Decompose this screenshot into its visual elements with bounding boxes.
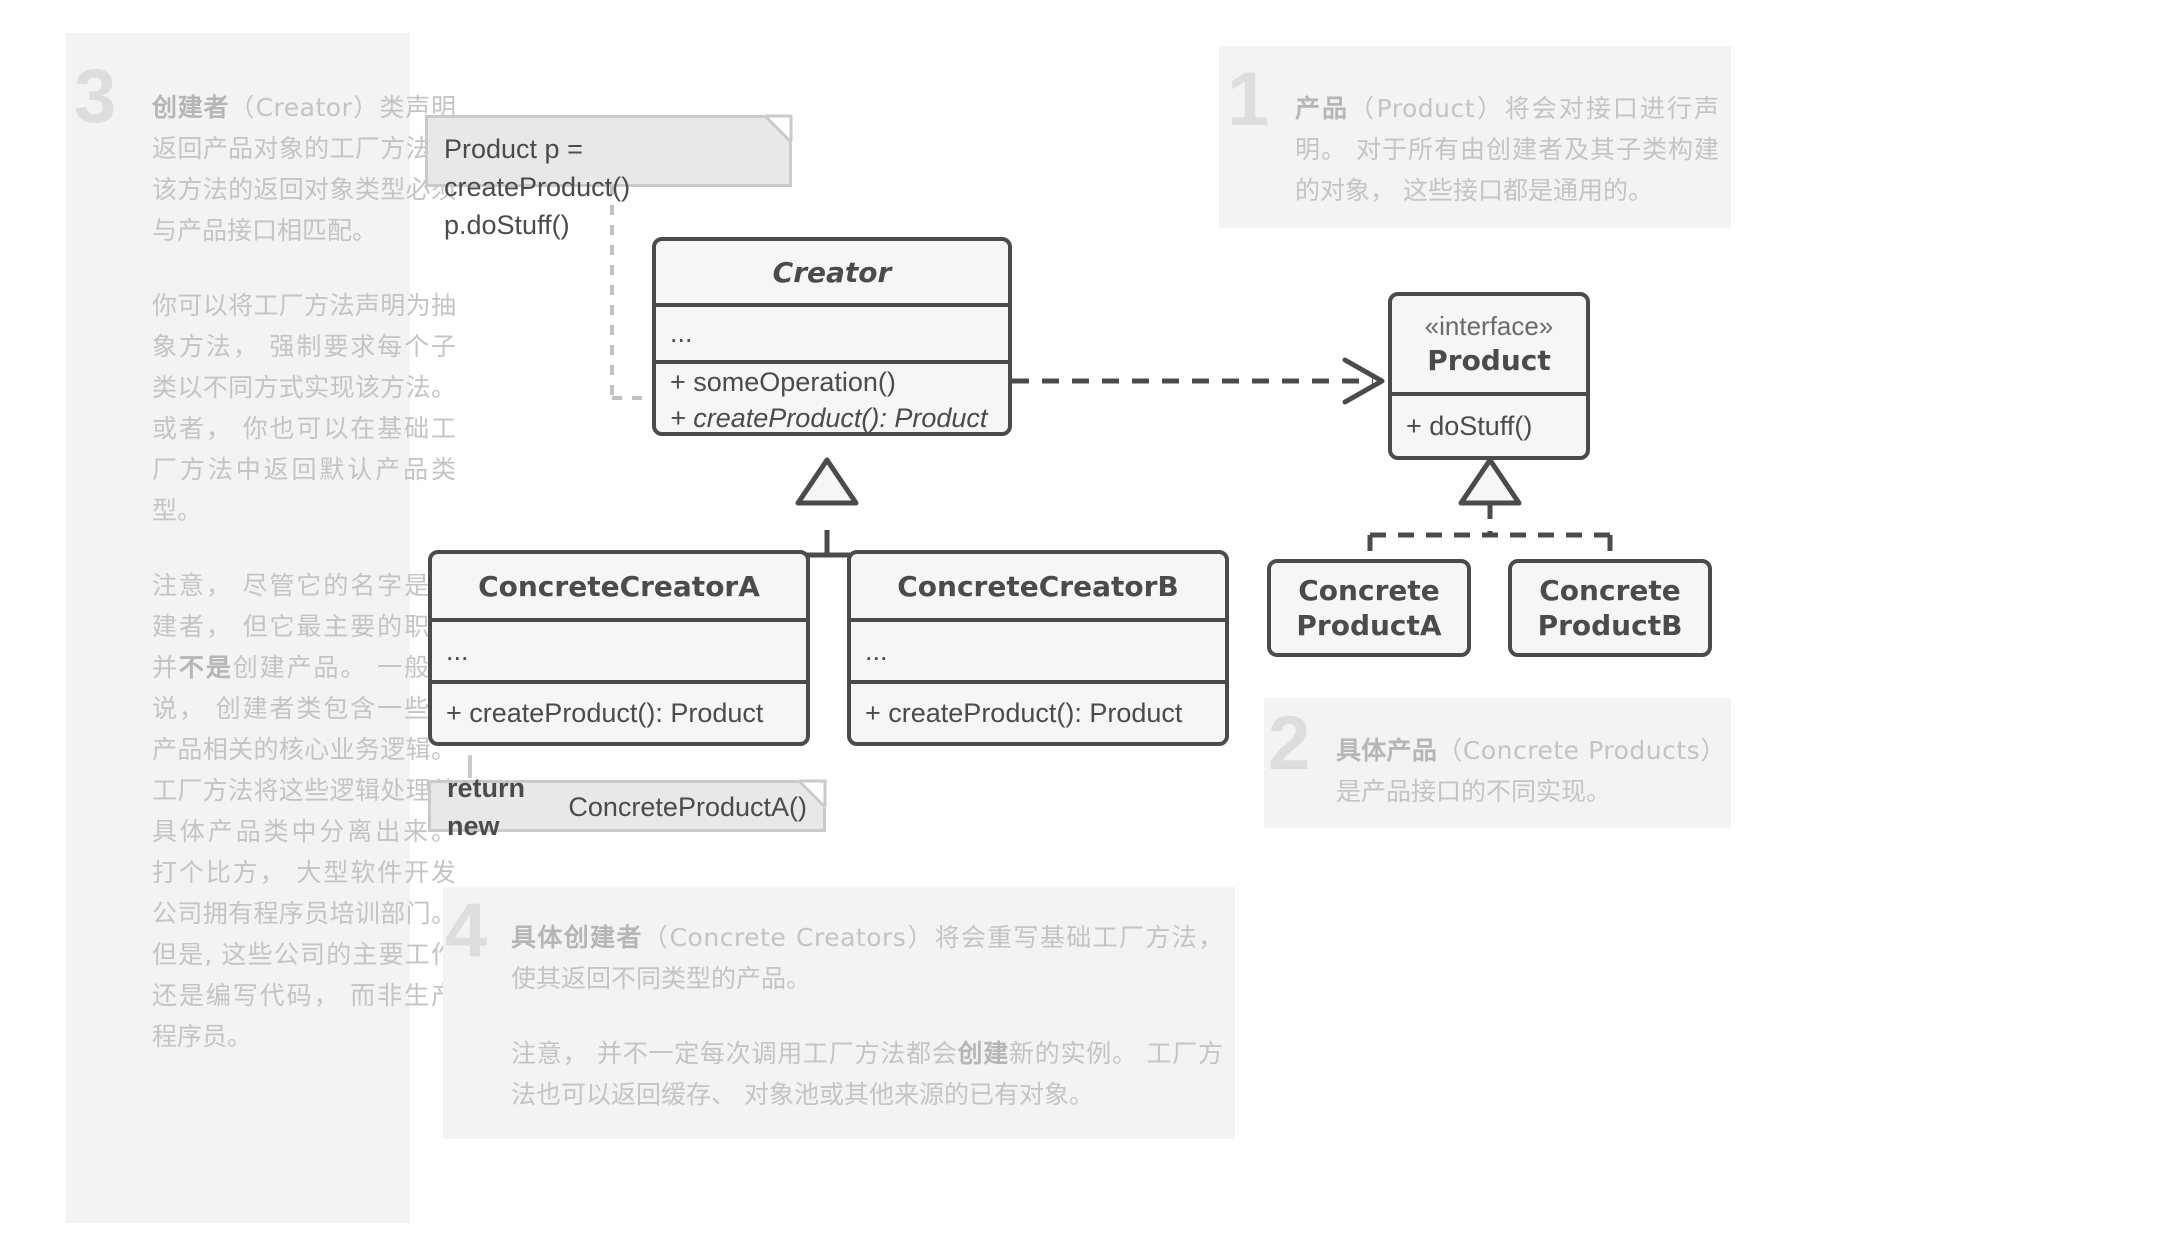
creator-p3-a: 注意， 尽管它的名字是创建者， 但它最主要的职责并 — [152, 571, 456, 682]
class-concrete-product-a[interactable]: Concrete ProductA — [1267, 559, 1471, 657]
cc-p2-b: 新的实例。 工厂方法也可以返回缓存、 对象池或其他来源的已有对象。 — [511, 1039, 1223, 1109]
cc-p2-a: 注意， 并不一定每次调用工厂方法都会 — [511, 1039, 958, 1068]
panel-number-2: 2 — [1268, 701, 1311, 786]
class-concrete-creator-b-methods: + createProduct(): Product — [851, 680, 1225, 742]
class-concrete-creator-a-attributes: ... — [432, 618, 806, 680]
product-rest: 将会对接口进行声明。 对于所有由创建者及其子类构建的对象， 这些接口都是通用的。 — [1295, 94, 1719, 205]
usage-note-anchor-line — [610, 185, 655, 400]
panel-concrete-creators-text: 具体创建者（Concrete Creators）将会重写基础工厂方法， 使其返回… — [511, 917, 1223, 1115]
class-product-stereotype: «interface» — [1424, 311, 1554, 342]
creator-term-en: （Creator） — [229, 93, 380, 122]
note-return-keyword: return new — [447, 773, 526, 841]
class-concrete-creator-b-method-0: + createProduct(): Product — [865, 697, 1183, 728]
creator-term-bold: 创建者 — [152, 93, 230, 122]
note-concrete-return: return new ConcreteProductA() — [428, 773, 827, 841]
concrete-creators-term-en: （Concrete Creators） — [642, 923, 935, 952]
note-return-expression: ConcreteProductA() — [560, 792, 807, 822]
class-concrete-product-a-name-line2: ProductA — [1296, 609, 1442, 642]
class-product-name: Product — [1427, 343, 1551, 377]
panel-creator-description: 3 创建者（Creator）类声明返回产品对象的工厂方法。 该方法的返回对象类型… — [66, 33, 456, 1223]
concrete-creators-rest: 将会重写基础工厂方法， 使其返回不同类型的产品。 — [511, 923, 1223, 993]
class-concrete-creator-b-attributes: ... — [851, 618, 1225, 680]
class-concrete-creator-a-title: ConcreteCreatorA — [478, 569, 760, 603]
concrete-creators-paragraph-2: 注意， 并不一定每次调用工厂方法都会创建新的实例。 工厂方法也可以返回缓存、 对… — [511, 1033, 1223, 1115]
creator-paragraph-1: 创建者（Creator）类声明返回产品对象的工厂方法。 该方法的返回对象类型必须… — [152, 87, 456, 251]
class-concrete-product-b-title: Concrete ProductB — [1512, 563, 1708, 653]
panel-concrete-products-text: 具体产品（Concrete Products） 是产品接口的不同实现。 — [1336, 730, 1726, 812]
panel-number-3: 3 — [74, 54, 117, 139]
class-creator-methods: + someOperation() + createProduct(): Pro… — [656, 360, 1008, 433]
concrete-products-term-en: （Concrete Products） — [1437, 736, 1726, 765]
class-concrete-creator-a-methods: + createProduct(): Product — [432, 680, 806, 742]
creator-to-product-dependency — [1012, 357, 1385, 405]
class-concrete-product-b[interactable]: Concrete ProductB — [1508, 559, 1712, 657]
product-term-en: （Product） — [1349, 94, 1505, 123]
class-concrete-creator-a[interactable]: ConcreteCreatorA ... + createProduct(): … — [428, 550, 810, 746]
product-term-bold: 产品 — [1295, 94, 1350, 123]
class-creator-method-1: + createProduct(): Product — [670, 403, 988, 433]
class-creator-attributes: ... — [656, 303, 1008, 360]
class-creator-title: Creator — [772, 255, 892, 289]
class-product-title: «interface» Product — [1392, 296, 1586, 392]
concrete-creators-term-bold: 具体创建者 — [511, 923, 643, 952]
panel-product-text: 产品（Product）将会对接口进行声明。 对于所有由创建者及其子类构建的对象，… — [1295, 88, 1719, 211]
panel-creator-text: 创建者（Creator）类声明返回产品对象的工厂方法。 该方法的返回对象类型必须… — [152, 87, 456, 1057]
concrete-creators-paragraph-1: 具体创建者（Concrete Creators）将会重写基础工厂方法， 使其返回… — [511, 917, 1223, 999]
class-concrete-product-b-name-line2: ProductB — [1537, 609, 1683, 642]
creator-paragraph-2: 你可以将工厂方法声明为抽象方法， 强制要求每个子类以不同方式实现该方法。 或者，… — [152, 291, 456, 525]
cc-p2-bold: 创建 — [957, 1039, 1010, 1068]
class-concrete-creator-a-method-0: + createProduct(): Product — [446, 697, 764, 728]
note-return-fold-corner-icon — [800, 780, 826, 806]
panel-number-1: 1 — [1227, 57, 1270, 142]
product-realization — [1367, 457, 1613, 560]
class-product[interactable]: «interface» Product + doStuff() — [1388, 292, 1590, 460]
class-concrete-product-a-name-line1: Concrete — [1298, 574, 1440, 607]
class-concrete-creator-b-title: ConcreteCreatorB — [897, 569, 1179, 603]
creator-p3-bold: 不是 — [178, 653, 233, 682]
class-creator[interactable]: Creator ... + someOperation() + createPr… — [652, 237, 1012, 436]
note-usage-line-1: Product p = createProduct() — [444, 134, 631, 202]
class-creator-method-0: + someOperation() — [670, 366, 896, 397]
panel-concrete-products-description: 2 具体产品（Concrete Products） 是产品接口的不同实现。 — [1264, 698, 1731, 828]
panel-number-4: 4 — [445, 888, 488, 973]
note-fold-corner-icon — [766, 115, 792, 141]
creator-p1-rest: 类声明返回产品对象的工厂方法。 该方法的返回对象类型必须与产品接口相匹配。 — [152, 93, 456, 245]
creator-p3-b: 创建产品。 一般来说， 创建者类包含一些与产品相关的核心业务逻辑。 工厂方法将这… — [152, 653, 456, 1051]
concrete-products-rest: 是产品接口的不同实现。 — [1336, 777, 1612, 806]
class-concrete-creator-b[interactable]: ConcreteCreatorB ... + createProduct(): … — [847, 550, 1229, 746]
panel-concrete-creators-description: 4 具体创建者（Concrete Creators）将会重写基础工厂方法， 使其… — [443, 887, 1235, 1139]
concrete-products-paragraph: 具体产品（Concrete Products） 是产品接口的不同实现。 — [1336, 730, 1726, 812]
class-concrete-product-b-name-line1: Concrete — [1539, 574, 1681, 607]
class-concrete-product-a-title: Concrete ProductA — [1271, 563, 1467, 653]
class-product-method-0: + doStuff() — [1406, 410, 1533, 441]
concrete-products-term-bold: 具体产品 — [1336, 736, 1438, 765]
creator-paragraph-3: 注意， 尽管它的名字是创建者， 但它最主要的职责并不是创建产品。 一般来说， 创… — [152, 565, 456, 1057]
class-product-methods: + doStuff() — [1392, 392, 1586, 456]
note-usage-line-2: p.doStuff() — [444, 210, 570, 240]
panel-product-description: 1 产品（Product）将会对接口进行声明。 对于所有由创建者及其子类构建的对… — [1219, 46, 1731, 228]
note-creator-usage: Product p = createProduct() p.doStuff() — [425, 114, 793, 240]
product-paragraph: 产品（Product）将会对接口进行声明。 对于所有由创建者及其子类构建的对象，… — [1295, 88, 1719, 211]
